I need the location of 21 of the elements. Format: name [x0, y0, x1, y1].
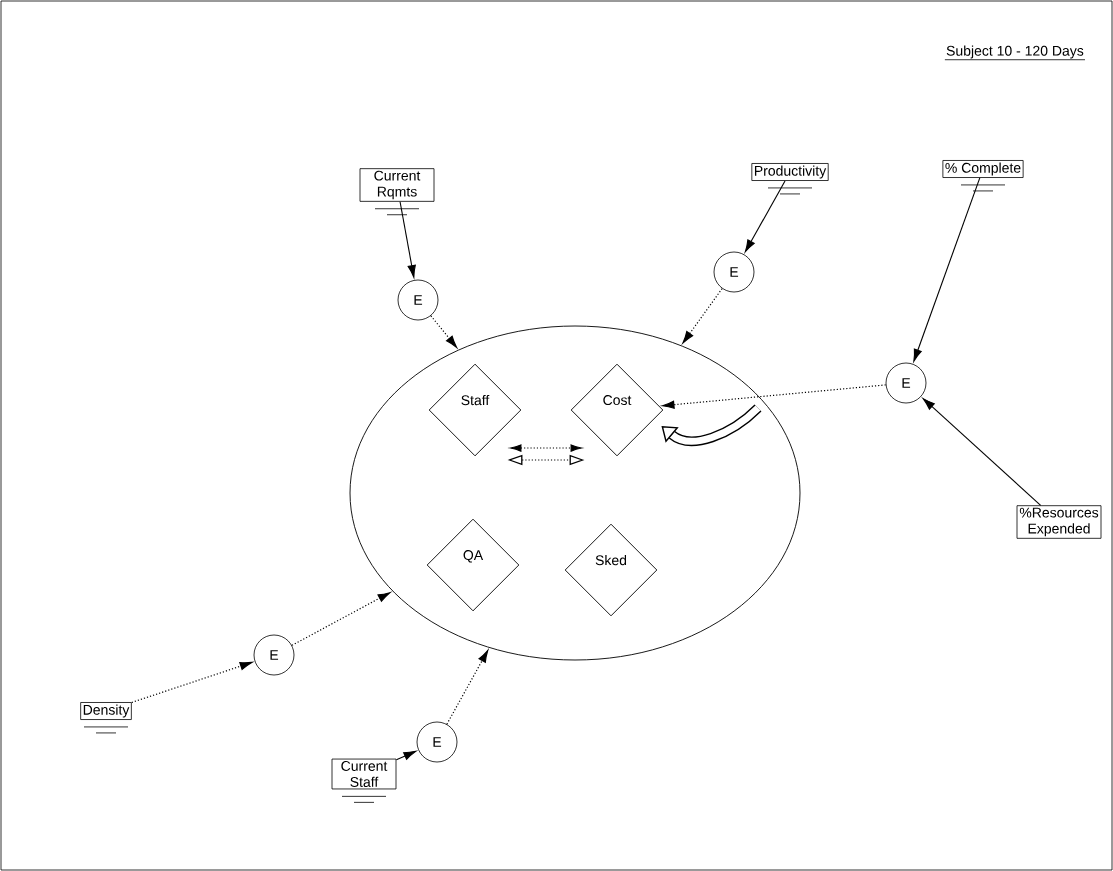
arrow — [913, 177, 981, 362]
variable-box: Productivity — [751, 163, 829, 181]
variable-box: Density — [80, 702, 132, 720]
hollow-arrow — [661, 404, 762, 446]
arrow — [744, 180, 786, 253]
system-ellipse — [349, 325, 801, 661]
arrow — [131, 661, 253, 704]
variable-box: % Complete — [942, 160, 1024, 178]
variable-box: Current Staff — [331, 758, 397, 790]
arrow — [510, 444, 582, 452]
variable-box: Current Rqmts — [359, 168, 435, 202]
arrow — [922, 398, 1042, 506]
title: Subject 10 - 120 Days — [944, 45, 1086, 61]
arrow — [430, 315, 458, 348]
variable-box: %Resources Expended — [1016, 505, 1102, 539]
arrow — [395, 750, 417, 761]
arrow — [291, 592, 391, 646]
arrow — [682, 287, 723, 344]
arrow — [399, 201, 416, 278]
arrow — [446, 649, 489, 725]
arrow — [661, 384, 887, 409]
